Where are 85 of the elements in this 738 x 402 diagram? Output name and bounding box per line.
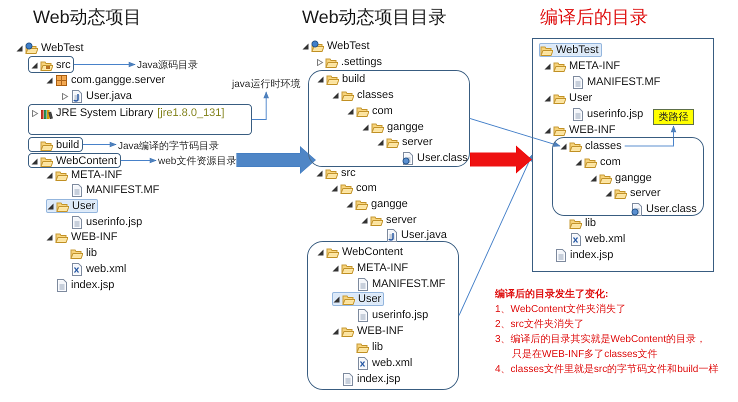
tree-item-label: gangge [387,121,424,133]
arrow [82,142,117,148]
tree-item-label: WebTest [327,40,370,52]
annotation: web文件资源目录 [158,154,236,168]
tree-item-label: gangge [615,172,652,184]
tree-item-label: web.xml [86,263,126,275]
note-item: 1、WebContent文件夹消失了 [495,302,627,317]
column-heading: 编译后的目录 [540,6,648,29]
tree-item-label: User.class [646,203,697,215]
selected-row [332,292,384,306]
tree-item-label: META-INF [357,262,408,274]
highlight-frame [28,56,74,73]
highlight-frame [552,137,704,216]
tree-item-label: User [72,200,96,212]
tree-item-label: com [356,182,377,194]
arrow [74,62,136,68]
tree-item-label: User [569,92,592,104]
tree-item-label: MANIFEST.MF [86,184,160,196]
selected-row [539,43,602,57]
arrow [252,91,269,120]
tree-item-label: lib [372,341,384,353]
tree-item-label: index.jsp [570,249,614,261]
tree-item-label: server [630,187,661,199]
callout-label: 类路径 [653,109,694,125]
annotation: Java编译的字节码目录 [118,139,220,153]
tree-item-label: WebTest [556,44,599,56]
tree-item-label: META-INF [569,60,620,72]
tree-item-label: index.jsp [357,373,400,385]
tree-item-label: META-INF [71,169,122,181]
tree-item-label: User [358,293,382,305]
tree-item-label: web.xml [372,357,412,369]
highlight-frame [308,70,470,167]
block-arrow [470,146,532,174]
tree-item-label: userinfo.jsp [372,309,428,321]
block-arrow [236,146,316,174]
highlight-frame [28,153,121,168]
tree-item-label: userinfo.jsp [86,216,142,228]
tree-item-label: MANIFEST.MF [372,278,446,290]
tree-item-label: com.gangge.server [71,74,166,86]
tree-item-label: User.java [86,90,132,102]
arrow [624,125,676,146]
tree-item-label: JRE System Library [56,107,154,119]
tree-item-label: WEB-INF [357,325,404,337]
tree-item-label: gangge [371,198,408,210]
tree-item-label: .settings [341,56,382,68]
tree-item-label: com [600,156,621,168]
note-heading: 编译后的目录发生了变化: [495,287,610,302]
tree-item-label: com [372,105,393,117]
tree-item-label: server [402,136,433,148]
tree-item-label: web.xml [585,233,626,245]
arrow [120,158,157,164]
version-label: [jre1.8.0_131] [157,107,224,119]
tree-item-label: WebTest [41,42,84,54]
column-heading: Web动态项目 [33,6,142,29]
tree-item-label: build [56,139,80,151]
column-heading: Web动态项目目录 [302,6,447,29]
tree-item-label: lib [86,247,98,259]
tree-item-label: WebContent [342,246,403,258]
arrow [470,118,561,147]
annotation: java运行时环境 [232,77,300,91]
tree-item-label: WEB-INF [71,231,118,243]
highlight-frame [307,241,459,390]
tree-item-label: WebContent [56,155,117,167]
tree-item-label: userinfo.jsp [587,108,644,120]
selected-row [46,199,98,213]
panel-frame [532,38,714,272]
tree-item-label: MANIFEST.MF [587,76,660,88]
note-item: 4、classes文件里就是src的字节码文件和build一样 [495,362,720,377]
tree-item-label: build [342,73,366,85]
tree-item-label: server [386,214,417,226]
tree-item-label: index.jsp [71,279,114,291]
note-item: 2、src文件夹消失了 [495,318,585,332]
tree-item-label: src [341,167,356,179]
tree-item-label: lib [585,217,596,229]
note-item: 3、编译后的目录其实就是WebContent的目录，只是在WEB-INF多了classes文件 [495,332,707,362]
tree-item-label: User.class [417,152,468,164]
tree-item-label: User.java [401,229,447,241]
tree-item-label: classes [357,89,394,101]
tree-item-label: src [56,59,71,71]
highlight-frame [28,137,83,152]
annotation: Java源码目录 [137,58,198,72]
highlight-frame [28,104,252,135]
tree-item-label: classes [585,140,622,152]
tree-item-label: WEB-INF [569,124,616,136]
arrow [458,154,532,316]
